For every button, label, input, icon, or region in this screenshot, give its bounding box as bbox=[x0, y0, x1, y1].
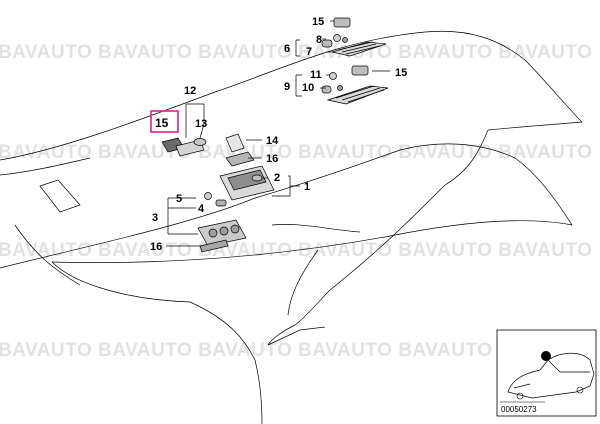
car-roof-outline bbox=[0, 30, 583, 424]
label-15-right: 15 bbox=[395, 67, 407, 79]
watermark-row: BAVAUTO BAVAUTO BAVAUTO BAVAUTO BAVAUTO … bbox=[0, 142, 593, 163]
label-12: 12 bbox=[184, 85, 196, 97]
label-13: 13 bbox=[195, 118, 207, 130]
part-labels: 15 8 6 7 11 9 10 15 12 13 15 14 16 2 1 5… bbox=[150, 16, 407, 253]
rear-reading-lamp-upper bbox=[321, 17, 387, 57]
label-16-top: 16 bbox=[266, 153, 278, 165]
label-1: 1 bbox=[304, 181, 310, 193]
label-5: 5 bbox=[176, 193, 182, 205]
label-15-highlighted: 15 bbox=[155, 116, 169, 130]
label-15-top: 15 bbox=[312, 16, 324, 28]
highlight-box bbox=[150, 110, 179, 133]
switch-cluster bbox=[197, 192, 247, 253]
label-4: 4 bbox=[198, 203, 205, 215]
label-7: 7 bbox=[306, 46, 312, 58]
location-dot bbox=[541, 351, 551, 361]
rear-reading-lamp-lower bbox=[321, 65, 389, 105]
label-6: 6 bbox=[284, 43, 290, 55]
label-14: 14 bbox=[266, 135, 279, 147]
vehicle-locator-thumbnail: 00050273 bbox=[496, 329, 597, 417]
label-2: 2 bbox=[274, 172, 280, 184]
watermark-row: BAVAUTO BAVAUTO BAVAUTO BAVAUTO BAVAUTO … bbox=[0, 340, 593, 361]
label-16-bottom: 16 bbox=[150, 241, 162, 253]
label-11: 11 bbox=[310, 69, 322, 81]
leader-lines bbox=[166, 20, 390, 247]
label-10: 10 bbox=[302, 82, 314, 94]
diagram-code: 00050273 bbox=[501, 405, 537, 414]
watermark: BAVAUTO BAVAUTO BAVAUTO BAVAUTO BAVAUTO … bbox=[0, 42, 593, 361]
front-interior-lamp bbox=[219, 151, 275, 201]
label-9: 9 bbox=[284, 81, 290, 93]
interior-lamp-small bbox=[161, 133, 245, 157]
label-8: 8 bbox=[316, 34, 322, 46]
label-3: 3 bbox=[152, 212, 158, 224]
